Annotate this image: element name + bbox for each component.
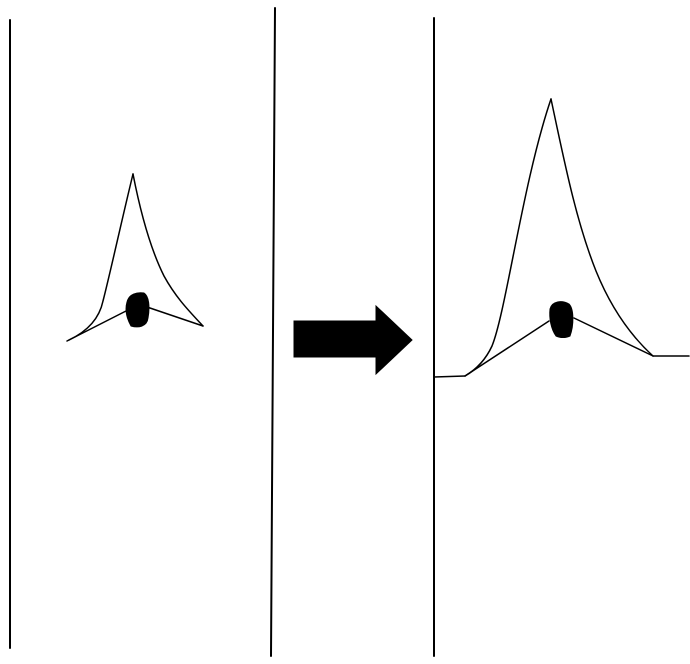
after-peak-left-curve: [465, 99, 551, 376]
before-knot-shape: [126, 293, 149, 327]
after-knot-shape: [550, 302, 573, 338]
before-peak-left-curve: [69, 174, 133, 340]
after-base-left-line: [434, 376, 465, 377]
after-shape: [434, 99, 689, 377]
before-shape: [67, 174, 203, 341]
middle-divider-line: [271, 8, 275, 656]
arrow-right-icon: [294, 306, 412, 374]
after-left-support-line: [465, 321, 549, 376]
after-right-support-line: [574, 318, 653, 356]
before-left-support-line: [67, 311, 126, 341]
